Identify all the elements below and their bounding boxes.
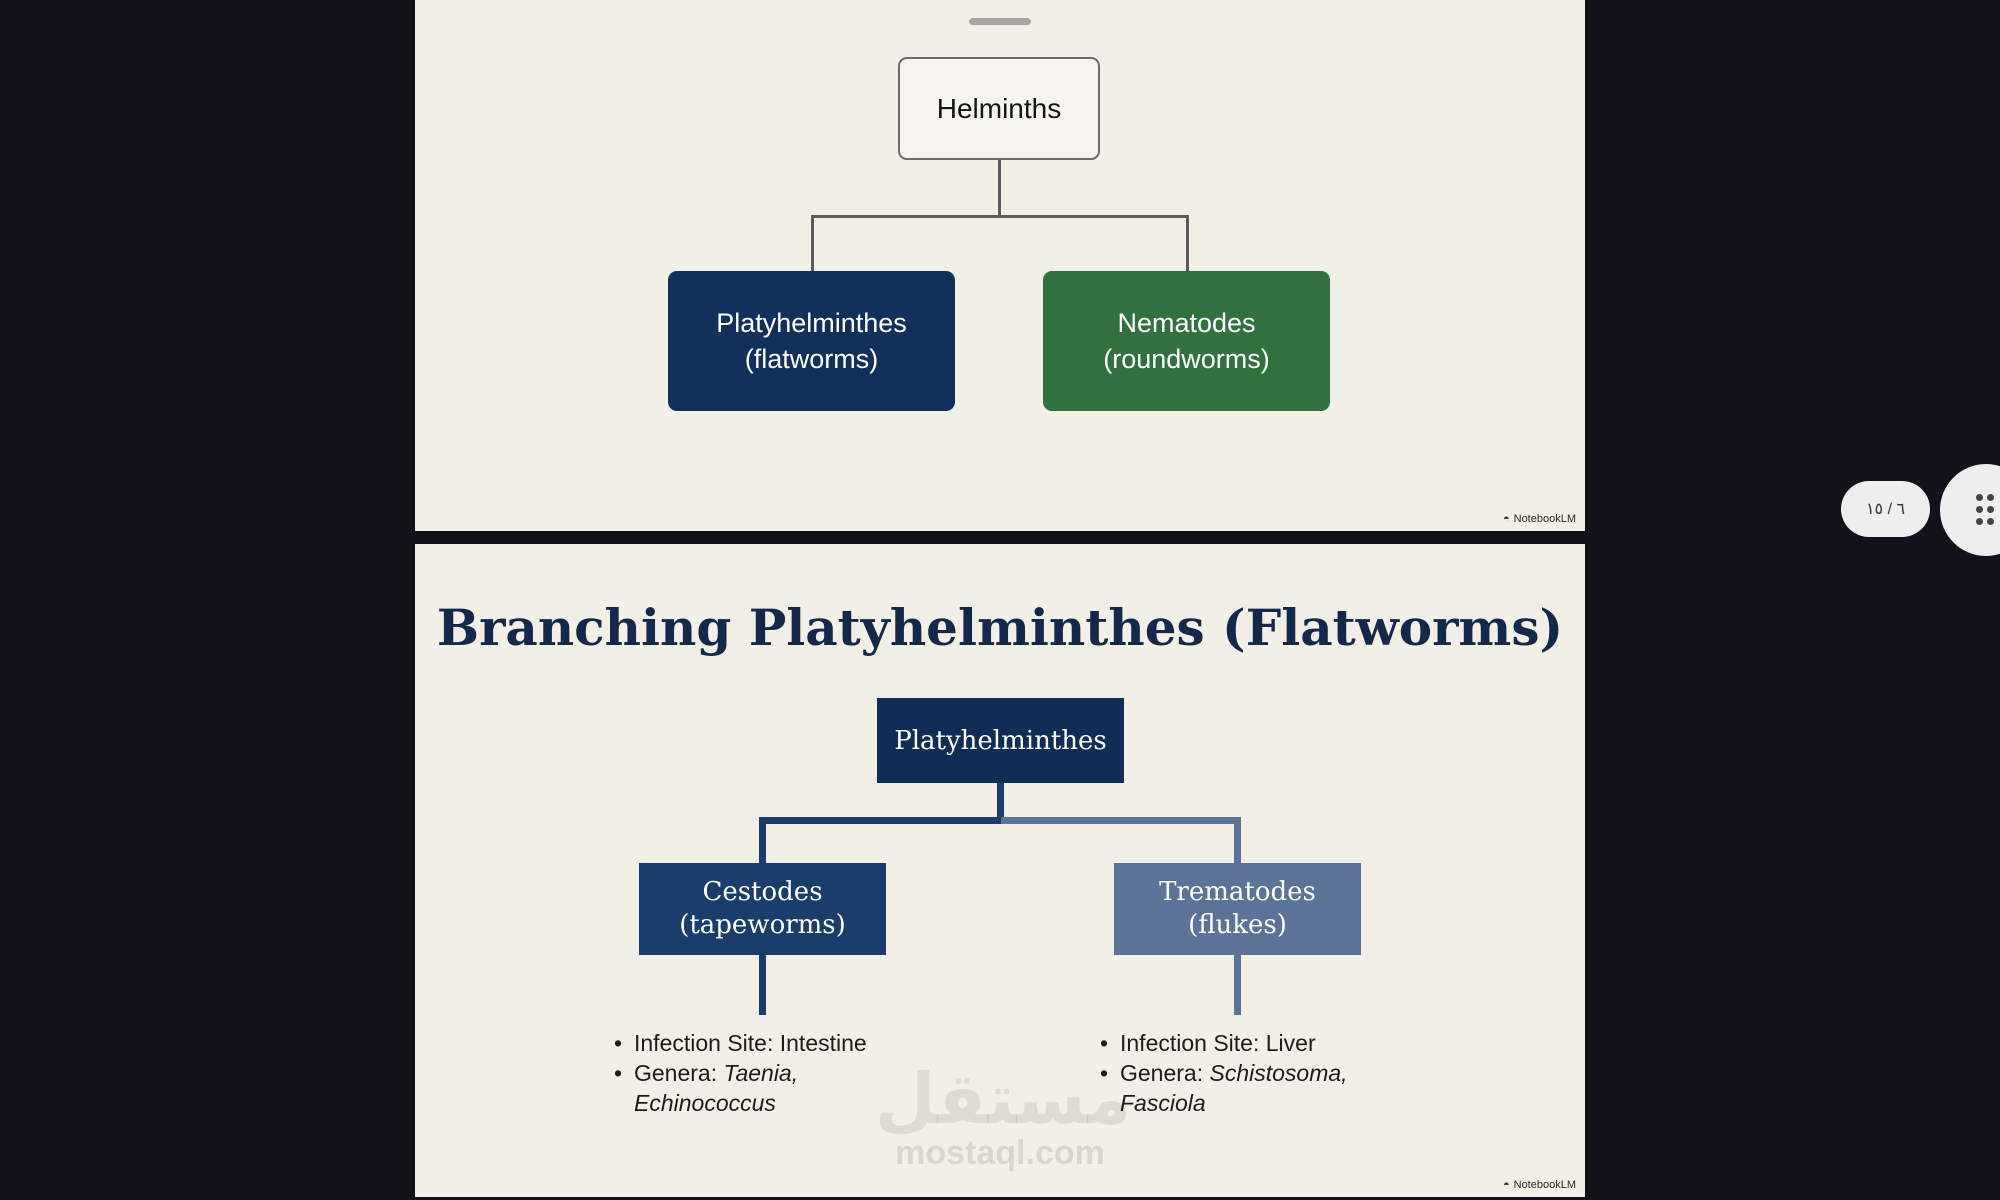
- notebooklm-icon: ◓: [1502, 1179, 1510, 1191]
- slide-bottom: Branching Platyhelminthes (Flatworms) Pl…: [415, 544, 1585, 1197]
- bullet-infection-site: Infection Site: Intestine: [614, 1028, 914, 1058]
- trematodes-bullets: Infection Site: Liver Genera: Schistosom…: [1100, 1028, 1400, 1118]
- connector-line: [1234, 817, 1241, 864]
- connector-line: [997, 783, 1004, 822]
- slide-top: Helminths Platyhelminthes (flatworms) Ne…: [415, 0, 1585, 531]
- brand-label: NotebookLM: [1513, 513, 1576, 525]
- connector-line: [759, 817, 1001, 824]
- node-helminths: Helminths: [898, 57, 1100, 160]
- grid-view-button[interactable]: [1940, 464, 2000, 556]
- notebooklm-brand: ◓ NotebookLM: [1503, 513, 1576, 525]
- connector-line: [811, 215, 814, 272]
- connector-line: [759, 817, 766, 864]
- node-platyhelminthes: Platyhelminthes (flatworms): [668, 271, 955, 411]
- node-cestodes: Cestodes (tapeworms): [639, 863, 886, 955]
- slide-title: Branching Platyhelminthes (Flatworms): [436, 598, 1564, 657]
- brand-label: NotebookLM: [1513, 1179, 1576, 1191]
- drag-handle[interactable]: [969, 18, 1031, 25]
- connector-line: [759, 955, 766, 1015]
- bullet-infection-site: Infection Site: Liver: [1100, 1028, 1400, 1058]
- bullet-genera: Genera: Schistosoma,Fasciola: [1100, 1058, 1400, 1118]
- page-indicator[interactable]: ٦ / ١٥: [1841, 481, 1930, 537]
- node-trematodes: Trematodes (flukes): [1114, 863, 1361, 955]
- notebooklm-icon: ◓: [1502, 513, 1510, 525]
- notebooklm-brand: ◓ NotebookLM: [1503, 1179, 1576, 1191]
- watermark-url: mostaql.com: [895, 1134, 1105, 1172]
- node-nematodes: Nematodes (roundworms): [1043, 271, 1330, 411]
- watermark-logo: مستقل: [875, 1060, 1132, 1138]
- connector-line: [998, 160, 1001, 216]
- cestodes-bullets: Infection Site: Intestine Genera: Taenia…: [614, 1028, 914, 1118]
- node-platyhelminthes-root: Platyhelminthes: [877, 698, 1124, 783]
- connector-line: [811, 215, 1001, 218]
- connector-line: [1001, 817, 1241, 824]
- connector-line: [1234, 955, 1241, 1015]
- bullet-genera: Genera: Taenia,Echinococcus: [614, 1058, 914, 1118]
- connector-line: [1186, 215, 1189, 272]
- connector-line: [998, 215, 1188, 218]
